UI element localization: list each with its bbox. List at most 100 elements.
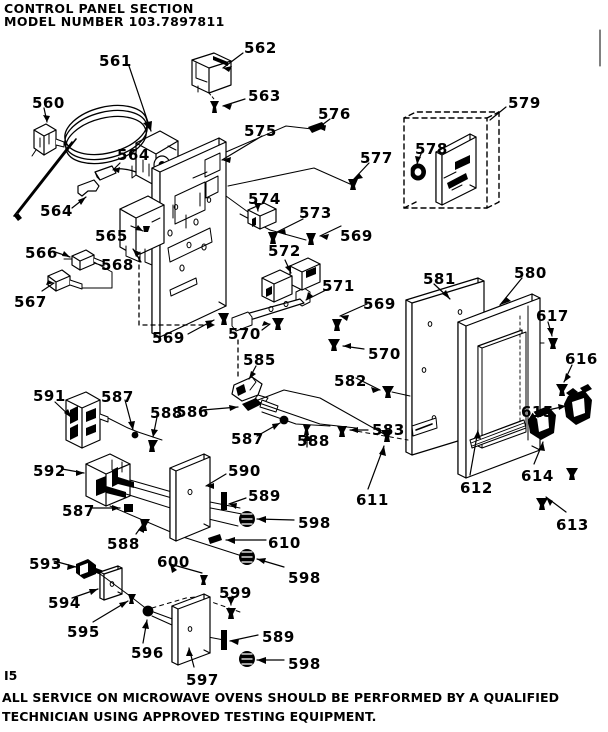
callout-614: 614: [521, 467, 554, 485]
wire-576: [225, 125, 313, 153]
callout-561: 561: [99, 52, 132, 70]
part-562-module: [191, 52, 232, 94]
callout-568: 568: [101, 256, 134, 274]
callout-610: 610: [268, 534, 301, 552]
callout-563: 563: [248, 87, 281, 105]
callout-612: 612: [460, 479, 493, 497]
diagram-title: CONTROL PANEL SECTION: [4, 1, 194, 16]
align-line-583: [349, 429, 409, 441]
callout-595: 595: [67, 623, 100, 641]
callout-597: 597: [186, 671, 219, 689]
callout-617: 617: [536, 307, 569, 325]
part-567-terminal: [47, 269, 83, 292]
callout-569c: 569: [363, 295, 396, 313]
callout-579: 579: [508, 94, 541, 112]
callout-575: 575: [244, 122, 277, 140]
part-568-transformer: [119, 195, 165, 266]
part-570b-screw: [328, 339, 340, 351]
callout-587b: 587: [101, 388, 134, 406]
part-569a-screw: [218, 313, 229, 325]
leader-573: [276, 218, 304, 233]
part-589b-pin: [221, 630, 227, 650]
callout-571: 571: [322, 277, 355, 295]
part-583-screw: [337, 426, 347, 437]
part-570a-screw: [272, 318, 284, 330]
part-587b-pivot: [131, 431, 139, 439]
callout-591: 591: [33, 387, 66, 405]
callout-560: 560: [32, 94, 65, 112]
leader-589a: [228, 497, 247, 505]
part-611-ball-stud: [381, 430, 392, 442]
callout-616: 616: [565, 350, 598, 368]
callout-600: 600: [157, 553, 190, 571]
wire-591-587: [107, 417, 139, 433]
callout-564a: 564: [117, 146, 150, 164]
part-614-knob: [528, 406, 556, 440]
leader-570a: [261, 323, 271, 331]
callout-596: 596: [131, 644, 164, 662]
callout-578: 578: [415, 140, 448, 158]
part-592-switch-assembly: [85, 453, 134, 507]
part-574-bracket: [247, 202, 277, 230]
part-588a-pin: [303, 425, 311, 435]
rod-585-611: [257, 389, 385, 435]
leader-590: [205, 473, 227, 487]
callout-590: 590: [228, 462, 261, 480]
callout-574: 574: [248, 190, 281, 208]
part-600-pin: [200, 575, 208, 585]
part-564b-clip: [77, 179, 100, 197]
align-line-574: [225, 195, 249, 213]
part-587c-pivot: [124, 504, 133, 512]
callout-599: 599: [219, 584, 252, 602]
wire-566-567: [81, 261, 113, 289]
part-593-terminal: [76, 559, 104, 579]
callout-585: 585: [243, 351, 276, 369]
part-590-bracket: [169, 453, 211, 542]
leader-582: [355, 377, 381, 391]
callout-569b: 569: [340, 227, 373, 245]
callout-570a: 570: [228, 325, 261, 343]
part-577-screw: [348, 179, 358, 190]
callout-589a: 589: [248, 487, 281, 505]
callout-598a: 598: [298, 514, 331, 532]
part-580-door-frame: [457, 293, 541, 479]
diagram-model-number: MODEL NUMBER 103.7897811: [4, 14, 225, 29]
part-597-bracket: [171, 593, 211, 666]
rod-lower: [261, 411, 331, 427]
part-565-screw: [143, 226, 150, 232]
rod-593-597: [95, 570, 187, 625]
callout-587c: 587: [62, 502, 95, 520]
callout-562: 562: [244, 39, 277, 57]
part-566-terminal: [63, 249, 105, 271]
leader-569b: [319, 225, 342, 237]
part-571-rod-bracket: [231, 287, 311, 332]
callout-581: 581: [423, 270, 456, 288]
part-587a-pivot: [279, 415, 289, 425]
callout-588a: 588: [297, 432, 330, 450]
part-598c-nut: [239, 651, 255, 667]
part-613-screw: [536, 468, 578, 510]
align-line-582: [391, 391, 411, 397]
callout-586: 586: [176, 403, 209, 421]
page-marker: I5: [4, 668, 18, 683]
part-569c-screw: [332, 319, 342, 331]
callout-598b: 598: [288, 569, 321, 587]
part-582-screw: [382, 386, 394, 398]
callout-566: 566: [25, 244, 58, 262]
callout-576: 576: [318, 105, 351, 123]
part-598a-nut: [239, 511, 255, 527]
part-585-linkage: [231, 376, 269, 405]
callout-615: 615: [521, 403, 554, 421]
callout-583: 583: [372, 421, 405, 439]
part-573-screw: [268, 232, 278, 244]
leader-569c: [339, 303, 368, 317]
callout-588b: 588: [150, 404, 183, 422]
wire-587-588: [137, 431, 163, 441]
part-615-knob: [564, 384, 592, 425]
leader-576: [317, 118, 331, 129]
callout-567: 567: [14, 293, 47, 311]
part-588b-pin: [148, 440, 158, 452]
part-598b-nut: [239, 549, 255, 565]
leader-571: [305, 287, 331, 301]
